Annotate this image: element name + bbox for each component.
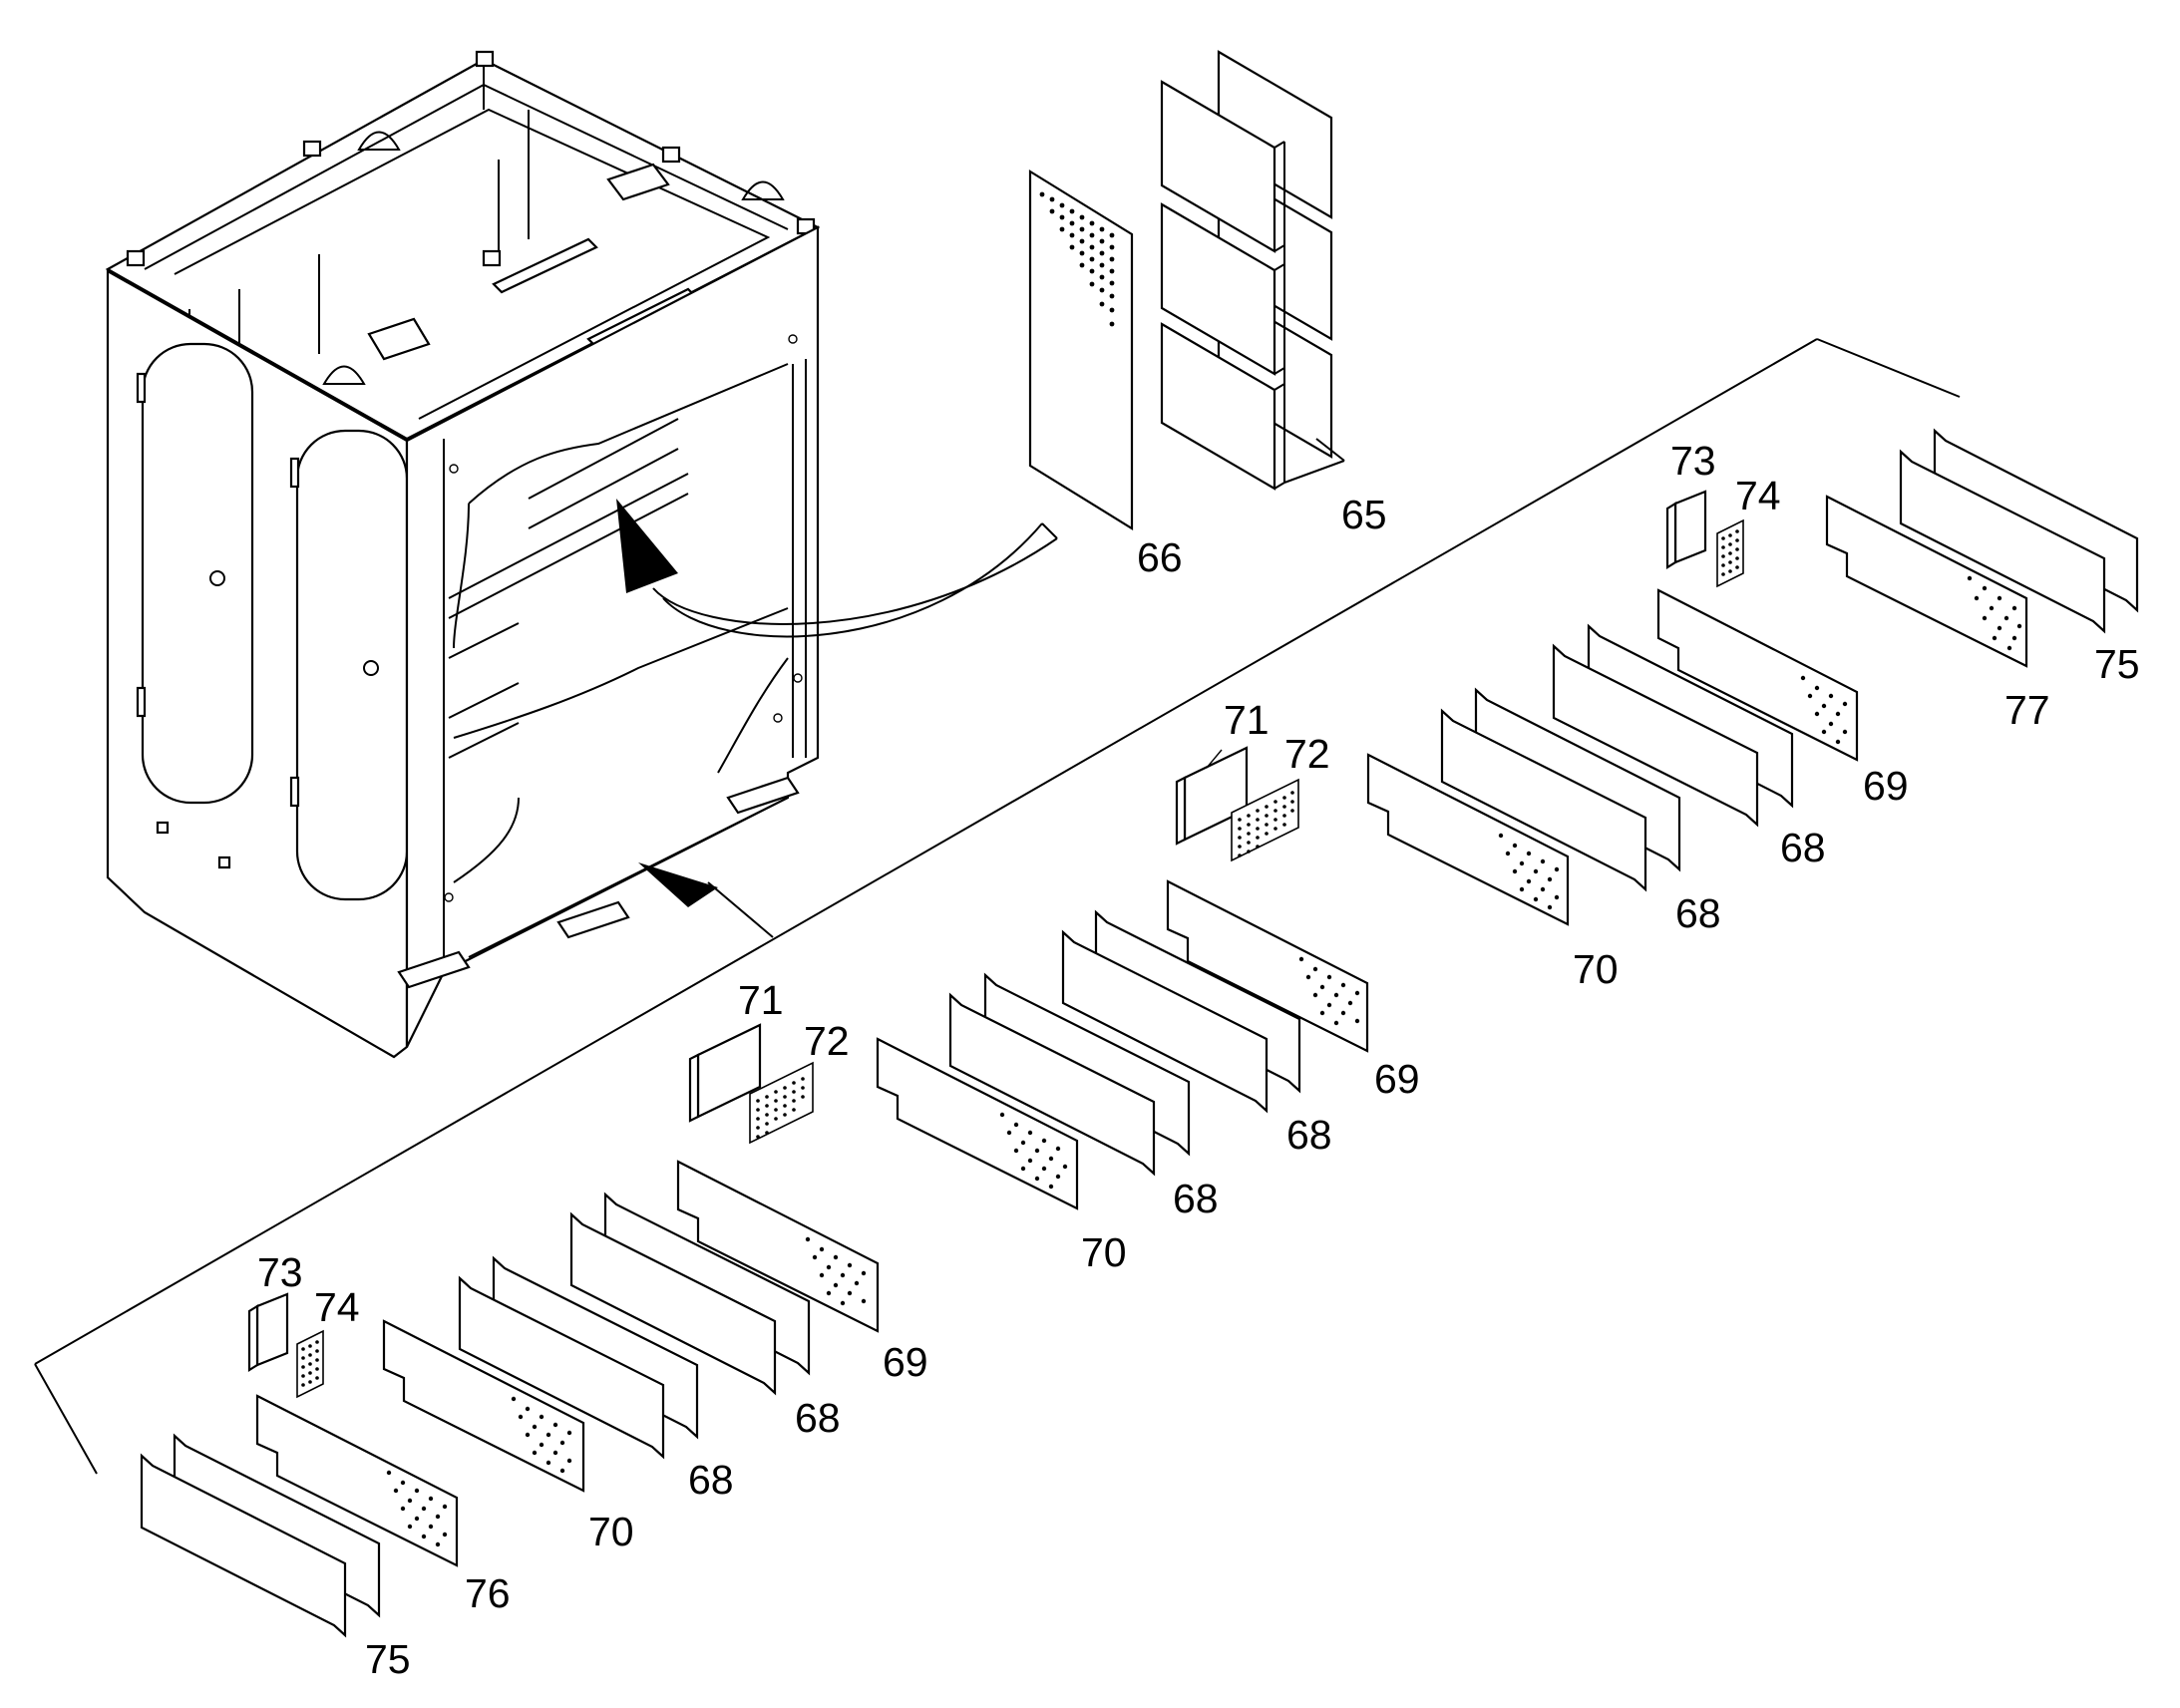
callout-72-upper: 72 [1284,731,1330,777]
callout-69-mid: 69 [1374,1056,1420,1102]
part-76 [255,1394,459,1567]
callout-74-low: 74 [314,1284,360,1330]
part-68-a [1552,643,1759,828]
callout-73-low: 73 [257,1249,303,1295]
callout-65: 65 [1341,492,1387,537]
part-68-c [1440,708,1647,892]
callout-72-lower: 72 [804,1018,850,1064]
middle-row-parts [688,879,1369,1210]
panel-stack-65 [1160,50,1345,491]
part-75-low-front [140,1453,347,1638]
part-70-top [1366,753,1570,926]
callout-74-top: 74 [1735,473,1781,518]
part-69-mid [1166,879,1369,1053]
callout-73-top: 73 [1670,438,1716,484]
callout-68-c: 68 [1286,1112,1332,1158]
callout-68-e: 68 [795,1395,841,1441]
part-73-low [255,1292,289,1367]
callout-77: 77 [2004,687,2050,733]
arrow-up-icon [616,499,678,593]
callout-69-top: 69 [1863,763,1909,809]
panel-66 [1028,170,1134,530]
leader-lines [1206,749,1223,769]
callout-71-lower: 71 [738,977,784,1023]
callout-70-top: 70 [1573,946,1619,992]
part-72-upper [1231,778,1299,862]
callout-69-low: 69 [883,1339,928,1385]
callout-68-a: 68 [1780,825,1826,870]
part-68-i [569,1211,777,1396]
part-69-low [676,1160,880,1333]
part-69-top [1656,588,1859,762]
part-68-g [948,992,1156,1177]
callout-68-d: 68 [1173,1176,1219,1221]
callout-68-f: 68 [688,1457,734,1503]
cabinet-frame [105,50,821,1059]
callout-75-top: 75 [2094,641,2140,687]
callout-76: 76 [465,1570,511,1616]
insertion-arrows [616,499,1058,938]
callout-66: 66 [1137,534,1183,580]
part-70-low [382,1319,585,1493]
callout-labels: 65 66 73 74 75 77 69 68 68 70 71 72 69 6… [257,438,2140,1682]
callout-70-low: 70 [588,1509,634,1554]
callout-68-b: 68 [1675,890,1721,936]
right-row-parts [1175,428,2139,926]
part-68-k [458,1275,665,1460]
part-68-e [1061,929,1269,1114]
arrow-right-icon [638,862,718,907]
guide-lines [34,338,1961,1475]
callout-70-mid: 70 [1081,1229,1127,1275]
lower-row-parts [140,1160,880,1638]
part-75-top-front [1899,449,2106,634]
part-73-top [1673,490,1707,564]
part-77 [1825,495,2028,668]
callout-75-low: 75 [365,1636,411,1682]
callout-71-upper: 71 [1224,697,1270,743]
part-70-mid [876,1037,1079,1210]
